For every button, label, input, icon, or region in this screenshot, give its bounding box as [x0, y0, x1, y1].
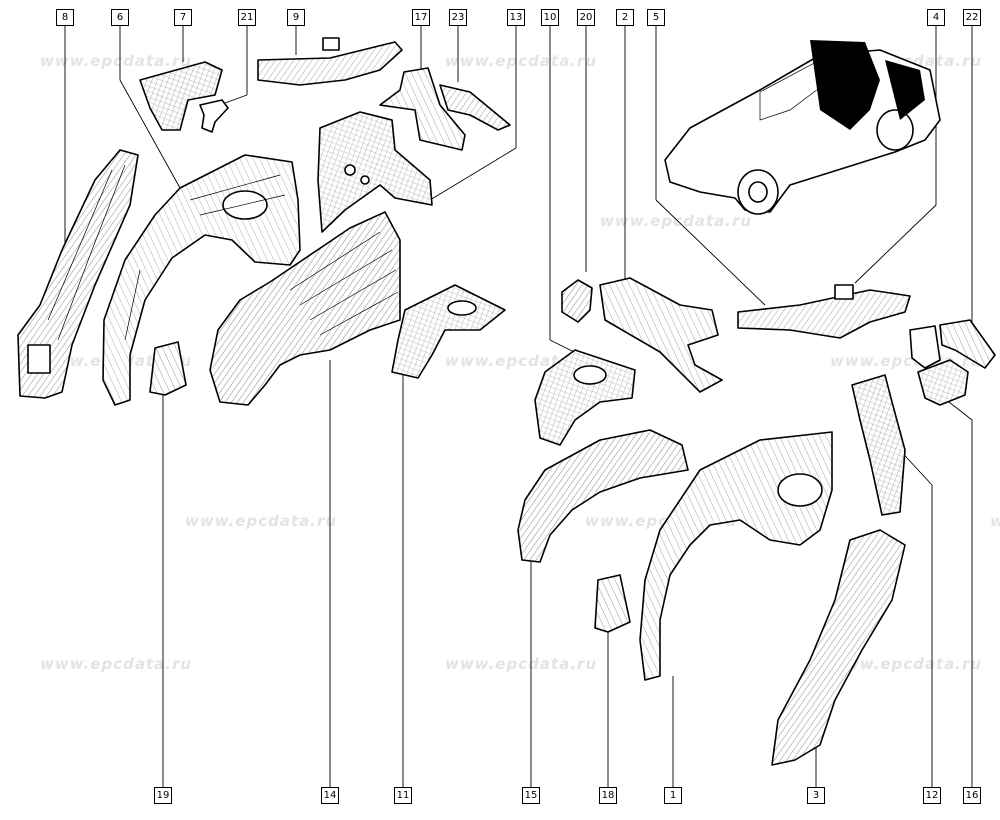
callout-6: 6: [111, 9, 129, 26]
callout-20: 20: [577, 9, 595, 26]
part-13-pillar-reinforcement: [317, 111, 433, 233]
part-20-cup-bracket: [561, 279, 593, 323]
part-16-bracket: [917, 359, 969, 406]
part-7-bracket: [139, 61, 223, 131]
callout-5: 5: [647, 9, 665, 26]
part-21-bracket: [199, 99, 229, 133]
part-19-plate: [149, 341, 187, 396]
part-5-rear-rail: [737, 284, 911, 339]
part-22-bracket: [909, 319, 996, 369]
callout-16: 16: [963, 787, 981, 804]
watermark: www.epcdata.ru: [600, 212, 753, 230]
callout-22: 22: [963, 9, 981, 26]
callout-23: 23: [449, 9, 467, 26]
part-17-brace: [379, 67, 466, 151]
callout-15: 15: [522, 787, 540, 804]
part-3-lower-pillar: [771, 529, 906, 766]
watermark: www.epcdata.ru: [445, 52, 598, 70]
part-23-bracket: [439, 84, 511, 131]
watermark: www.epcdata.ru: [830, 655, 983, 673]
callout-8: 8: [56, 9, 74, 26]
callout-14: 14: [321, 787, 339, 804]
callout-11: 11: [394, 787, 412, 804]
part-18-plate: [594, 574, 631, 633]
callout-3: 3: [807, 787, 825, 804]
watermark: www.epcdata.ru: [445, 655, 598, 673]
part-11-support-bracket: [391, 284, 506, 379]
callout-21: 21: [238, 9, 256, 26]
callout-17: 17: [412, 9, 430, 26]
car-thumbnail: [664, 40, 941, 215]
part-2-inner-panel: [599, 277, 723, 393]
part-9-rear-rail: [257, 37, 403, 86]
part-8-rear-pillar-panel: [17, 149, 139, 399]
callout-9: 9: [287, 9, 305, 26]
part-10-support-bracket: [534, 349, 636, 446]
watermark: www.epcdata.ru: [40, 655, 193, 673]
callout-4: 4: [927, 9, 945, 26]
callout-7: 7: [174, 9, 192, 26]
callout-18: 18: [599, 787, 617, 804]
watermark: www.epcdata.ru: [990, 512, 1000, 530]
part-6-inner-quarter-panel: [102, 154, 301, 406]
part-15-wheel-arch: [517, 429, 689, 563]
part-1-quarter-panel: [639, 431, 833, 681]
callout-10: 10: [541, 9, 559, 26]
watermark: www.epcdata.ru: [40, 52, 193, 70]
callout-2: 2: [616, 9, 634, 26]
part-12-pillar-strip: [851, 374, 906, 516]
callout-1: 1: [664, 787, 682, 804]
callout-19: 19: [154, 787, 172, 804]
part-14-wheel-arch: [209, 211, 401, 406]
callout-13: 13: [507, 9, 525, 26]
callout-12: 12: [923, 787, 941, 804]
watermark: www.epcdata.ru: [185, 512, 338, 530]
